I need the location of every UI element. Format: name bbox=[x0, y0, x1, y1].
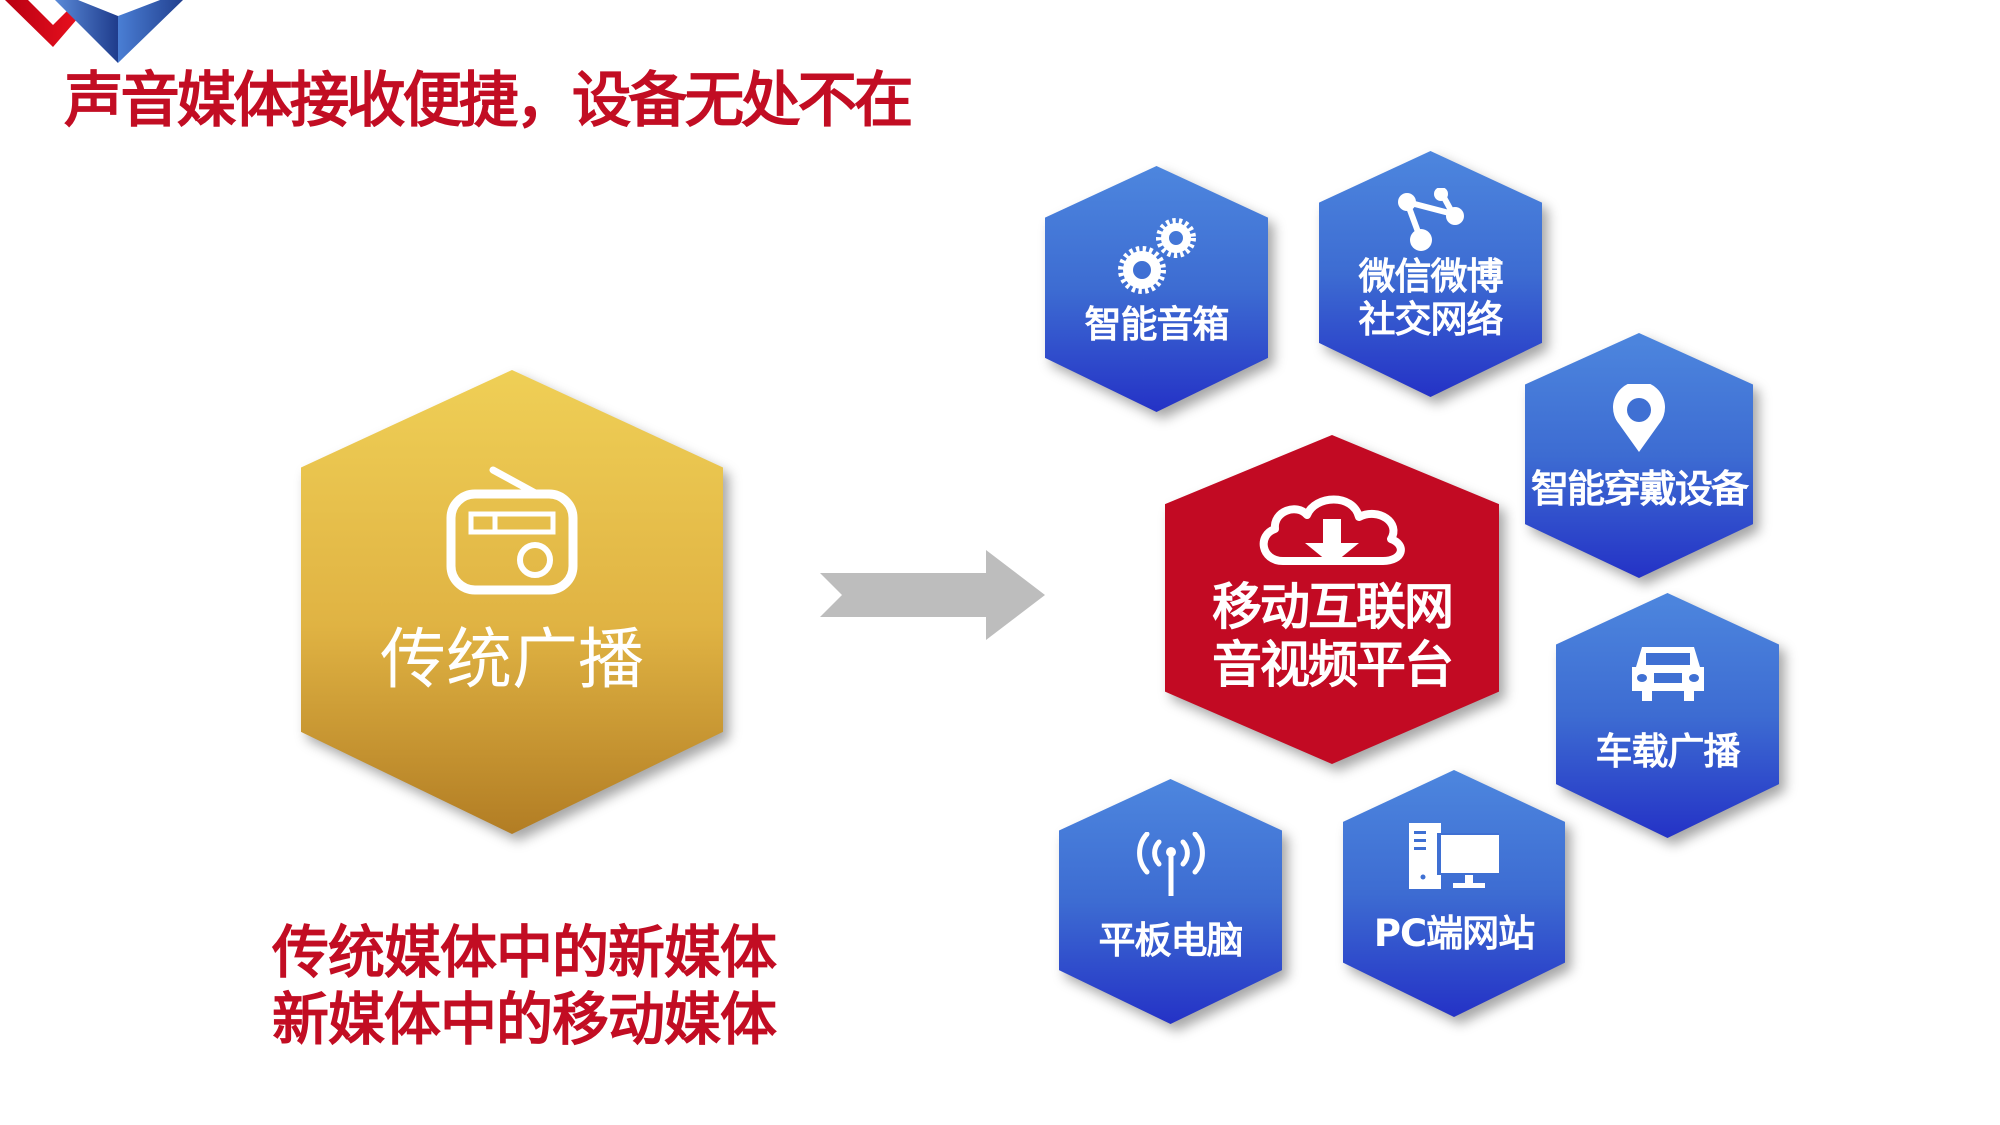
tagline-line1: 传统媒体中的新媒体 bbox=[272, 920, 777, 986]
logo-red-chevron bbox=[5, 0, 78, 47]
hex-content: 智能穿戴设备 bbox=[1525, 333, 1753, 578]
hex-shape bbox=[301, 370, 723, 834]
device-hex-pc-website: PC端网站 bbox=[1343, 770, 1565, 1017]
device-hex-social-network: 微信微博 社交网络 bbox=[1319, 151, 1542, 397]
hub-label-line2: 音视频平台 bbox=[1212, 635, 1454, 694]
hex-content: 车载广播 bbox=[1556, 593, 1779, 838]
hex-content: 微信微博 社交网络 bbox=[1319, 151, 1542, 397]
hex-shape bbox=[1059, 779, 1282, 1024]
hub-label-line1: 移动互联网 bbox=[1212, 578, 1454, 636]
hex-shape bbox=[1556, 593, 1779, 838]
hex-content: PC端网站 bbox=[1343, 770, 1565, 1017]
gears-icon bbox=[1117, 217, 1196, 294]
location-pin-icon bbox=[1613, 383, 1665, 452]
logo-blue-left bbox=[55, 0, 118, 63]
device-hex-car-radio: 车载广播 bbox=[1556, 593, 1779, 838]
hex-shape bbox=[1525, 333, 1753, 578]
hex-content: 传统广播 bbox=[301, 370, 723, 834]
car-icon bbox=[1631, 647, 1704, 702]
device-label: 车载广播 bbox=[1595, 730, 1741, 774]
tagline: 传统媒体中的新媒体 新媒体中的移动媒体 bbox=[272, 920, 777, 1054]
traditional-broadcast-hex: 传统广播 bbox=[301, 370, 723, 834]
cloud-download-icon bbox=[1259, 495, 1405, 565]
share-network-icon bbox=[1397, 188, 1464, 252]
hex-shape bbox=[1165, 435, 1499, 764]
device-hex-wearable: 智能穿戴设备 bbox=[1525, 333, 1753, 578]
hex-shape bbox=[1045, 166, 1268, 412]
hex-shape bbox=[1319, 151, 1542, 397]
hex-content: 平板电脑 bbox=[1059, 779, 1282, 1024]
brand-logo bbox=[5, 0, 183, 63]
radio-icon bbox=[446, 466, 578, 595]
source-label: 传统广播 bbox=[380, 621, 644, 699]
antenna-signal-icon bbox=[1136, 832, 1205, 897]
device-label: 智能穿戴设备 bbox=[1530, 466, 1749, 511]
arrow-right-icon bbox=[820, 550, 1045, 640]
hex-shape bbox=[1343, 770, 1565, 1017]
tagline-line2: 新媒体中的移动媒体 bbox=[272, 987, 777, 1053]
hex-content: 移动互联网 音视频平台 bbox=[1165, 435, 1499, 764]
mobile-av-platform-hex: 移动互联网 音视频平台 bbox=[1165, 435, 1499, 764]
device-label-line2: 社交网络 bbox=[1358, 298, 1504, 341]
logo-blue-right bbox=[118, 0, 183, 63]
device-hex-tablet: 平板电脑 bbox=[1059, 779, 1282, 1024]
device-label-line1: 微信微博 bbox=[1358, 255, 1504, 299]
desktop-computer-icon bbox=[1409, 823, 1499, 890]
device-label: 平板电脑 bbox=[1098, 919, 1244, 963]
device-label: 智能音箱 bbox=[1084, 302, 1230, 346]
device-hex-smart-speaker: 智能音箱 bbox=[1045, 166, 1268, 412]
slide-title: 声音媒体接收便捷，设备无处不在 bbox=[64, 66, 913, 136]
hex-content: 智能音箱 bbox=[1045, 166, 1268, 412]
device-label: PC端网站 bbox=[1373, 912, 1535, 956]
